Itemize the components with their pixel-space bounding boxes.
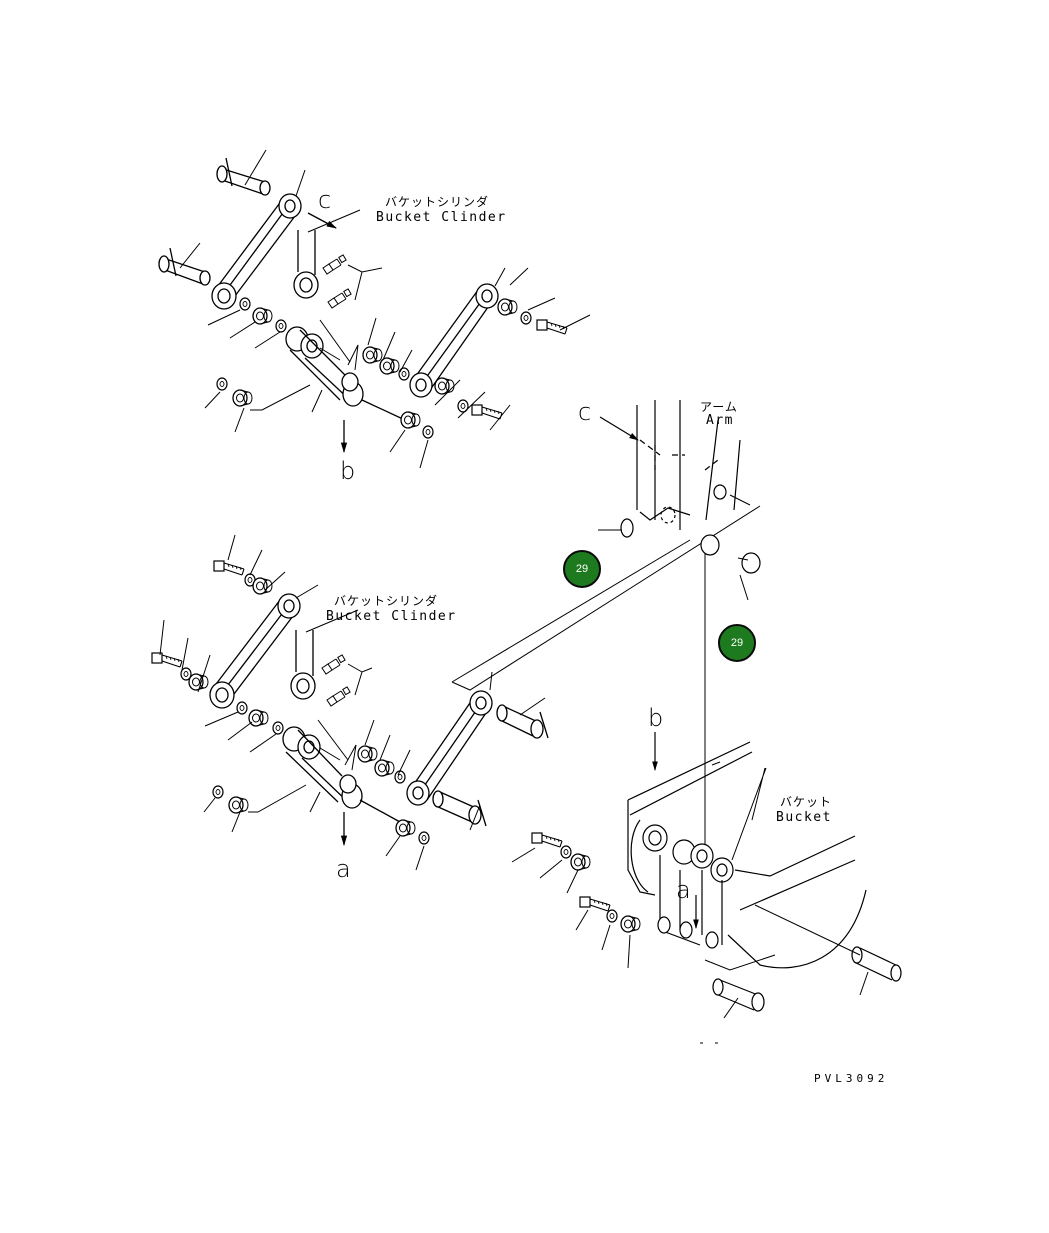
bushing-icon	[362, 346, 383, 364]
callout-part-29[interactable]: 29	[563, 550, 601, 588]
bushing-icon	[570, 853, 591, 871]
washer-icon	[560, 845, 572, 859]
bushing-icon	[400, 411, 421, 429]
pin-icon	[216, 149, 271, 196]
drawing-code: PVL3092	[814, 1072, 889, 1085]
grease-fitting-icon	[322, 254, 347, 275]
bushing-icon	[357, 745, 378, 763]
callout-part-29[interactable]: 29	[718, 624, 756, 662]
pin-icon	[754, 904, 902, 996]
link-icon	[409, 267, 506, 398]
view-a-label-bucket: a	[676, 876, 691, 904]
washer-icon	[520, 311, 532, 325]
washer-icon	[272, 721, 284, 735]
bucket-label-jp: バケット	[780, 795, 833, 809]
arm-label-en: Arm	[706, 413, 734, 428]
link-icon	[209, 584, 319, 709]
link-icon	[211, 169, 306, 310]
washer-icon	[606, 909, 618, 923]
bushing-icon	[248, 709, 269, 727]
arm-icon	[598, 400, 761, 601]
bolt-icon	[151, 652, 183, 668]
bushing-icon	[188, 673, 209, 691]
middle-assembly	[151, 505, 761, 871]
bucket-icon	[511, 732, 902, 1044]
washer-icon	[394, 770, 406, 784]
washer-icon	[398, 367, 410, 381]
link-icon	[282, 719, 363, 809]
bushing-icon	[395, 819, 416, 837]
link-icon	[406, 671, 493, 806]
washer-icon	[212, 785, 224, 799]
view-c-label-top: c	[318, 186, 332, 214]
grease-fitting-icon	[326, 686, 351, 707]
pin-icon	[158, 242, 211, 286]
mid-bucket-cylinder-label-jp: バケットシリンダ	[334, 594, 439, 608]
top-bucket-cylinder-label-jp: バケットシリンダ	[385, 195, 490, 209]
mid-bucket-cylinder-label-en: Bucket Clinder	[326, 609, 457, 624]
bolt-icon	[531, 832, 563, 848]
bolt-icon	[536, 319, 568, 335]
bushing-icon	[252, 307, 273, 325]
bushing-icon	[379, 357, 400, 375]
cylinder-rod-icon	[290, 630, 316, 700]
bolt-icon	[213, 560, 245, 576]
bucket-label-en: Bucket	[776, 810, 832, 825]
washer-icon	[216, 377, 228, 391]
bushing-icon	[497, 298, 518, 316]
bolt-icon	[471, 404, 503, 420]
washer-icon	[418, 831, 430, 845]
washer-icon	[275, 319, 287, 333]
bushing-icon	[232, 389, 253, 407]
top-assembly	[158, 149, 591, 469]
bolt-icon	[579, 896, 611, 912]
washer-icon	[236, 701, 248, 715]
bushing-icon	[620, 915, 641, 933]
view-c-label-arm: c	[578, 398, 592, 426]
top-bucket-cylinder-label-en: Bucket Clinder	[376, 210, 507, 225]
pin-icon	[496, 697, 549, 739]
link-icon	[285, 319, 364, 407]
view-b-label-top: b	[340, 457, 356, 485]
bushing-icon	[374, 759, 395, 777]
cylinder-rod-icon	[293, 230, 319, 299]
washer-icon	[422, 425, 434, 439]
pin-icon	[432, 790, 487, 831]
view-a-label-mid: a	[336, 855, 351, 883]
arm-label-jp: アーム	[700, 400, 738, 414]
view-b-label-bucket: b	[648, 704, 664, 732]
bushing-icon	[228, 796, 249, 814]
washer-icon	[239, 297, 251, 311]
bushing-icon	[434, 377, 455, 395]
grease-fitting-icon	[321, 654, 346, 675]
grease-fitting-icon	[327, 288, 352, 309]
pin-icon	[712, 978, 765, 1019]
